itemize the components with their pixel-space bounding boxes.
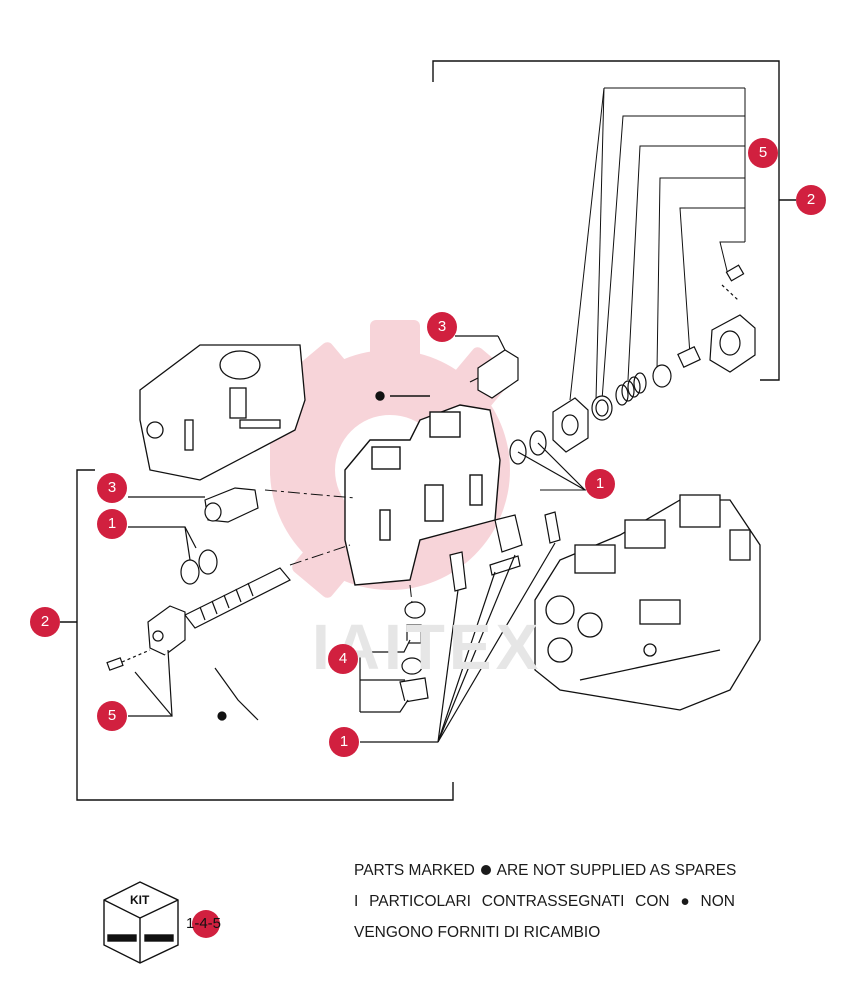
valve-section-left — [139, 344, 306, 481]
note-line-1: PARTS MARKED ARE NOT SUPPLIED AS SPARES — [354, 862, 736, 880]
callout-1-bottom: 1 — [329, 727, 359, 757]
callout-4: 4 — [328, 644, 358, 674]
note-word: ● — [680, 893, 690, 910]
callout-5-top: 5 — [748, 138, 778, 168]
seal-rings-left — [128, 526, 218, 585]
callout-3-left: 3 — [97, 473, 127, 503]
valve-body-center — [344, 391, 501, 586]
note-line-2: I PARTICOLARI CONTRASSEGNATI CON ● NON — [354, 893, 735, 911]
kit-ref-marker — [192, 910, 220, 938]
note-line-1-a: PARTS MARKED — [354, 862, 475, 879]
note-line-1-b: ARE NOT SUPPLIED AS SPARES — [496, 862, 737, 879]
note-word: CON — [635, 893, 670, 910]
callout-2-left: 2 — [30, 607, 60, 637]
note-line-3: VENGONO FORNITI DI RICAMBIO — [354, 924, 601, 941]
pressure-switch-top — [455, 335, 519, 399]
check-valve-stack — [359, 601, 429, 713]
centerlines — [264, 489, 413, 604]
top-right-parts — [552, 264, 756, 453]
kit-label: KIT — [130, 893, 150, 907]
callout-1-left: 1 — [97, 509, 127, 539]
valve-block-assembly — [534, 494, 761, 711]
note-word: CONTRASSEGNATI — [481, 893, 625, 910]
callout-5-bottom: 5 — [97, 701, 127, 731]
bracket-right — [432, 60, 796, 381]
pressure-switch-left — [128, 487, 259, 523]
kit-reference: 1-4-5 — [186, 915, 222, 932]
note-word: NON — [700, 893, 735, 910]
callout-3-top: 3 — [427, 312, 457, 342]
kit-cube-icon — [103, 881, 179, 964]
callout-1-right: 1 — [585, 469, 615, 499]
note-word: PARTICOLARI — [369, 893, 471, 910]
bracket-left — [60, 469, 454, 801]
gaskets — [360, 511, 561, 743]
note-word: I — [354, 893, 359, 910]
leader-lines-5-top — [569, 87, 746, 401]
callout-2-right: 2 — [796, 185, 826, 215]
spool-end-cap — [106, 605, 259, 721]
bullet-dot-icon — [481, 865, 492, 875]
seal-rings-center — [509, 430, 586, 491]
valve-spool — [184, 567, 291, 629]
